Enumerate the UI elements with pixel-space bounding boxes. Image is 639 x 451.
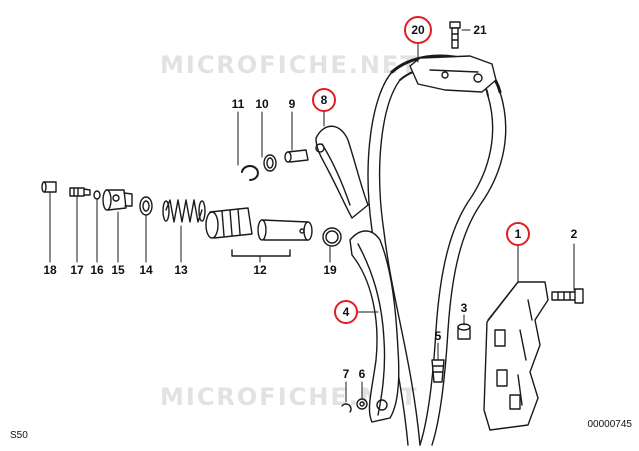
tensioner-rail-4 — [349, 230, 400, 423]
chain-sprocket-block — [409, 55, 497, 93]
callout-10-label: 10 — [255, 97, 269, 111]
callout-19-label: 19 — [323, 263, 337, 277]
tensioner-piston-12b — [257, 219, 313, 241]
callout-4-label: 4 — [343, 305, 350, 319]
pivot-pin-5 — [431, 359, 445, 383]
seal-ring-16 — [93, 190, 101, 200]
callout-17[interactable]: 17 — [70, 263, 84, 277]
callout-3[interactable]: 3 — [461, 301, 468, 315]
bolt-21 — [449, 21, 461, 49]
callout-7[interactable]: 7 — [343, 367, 350, 381]
callout-8-label: 8 — [321, 93, 328, 107]
callout-13-label: 13 — [174, 263, 188, 277]
callout-4[interactable]: 4 — [334, 300, 358, 324]
callout-5-label: 5 — [435, 329, 442, 343]
drawing-number: 00000745 — [588, 419, 633, 430]
callout-7-label: 7 — [343, 367, 350, 381]
callout-6-label: 6 — [359, 367, 366, 381]
callout-5[interactable]: 5 — [435, 329, 442, 343]
callout-3-label: 3 — [461, 301, 468, 315]
chain-guide-rail-1 — [483, 281, 549, 431]
callout-14[interactable]: 14 — [139, 263, 153, 277]
circlip-7 — [341, 403, 352, 413]
callout-2-label: 2 — [571, 227, 578, 241]
circlip-11 — [241, 165, 259, 181]
callout-12[interactable]: 12 — [253, 263, 267, 277]
callout-13[interactable]: 13 — [174, 263, 188, 277]
callout-9[interactable]: 9 — [289, 97, 296, 111]
callout-14-label: 14 — [139, 263, 153, 277]
callout-8[interactable]: 8 — [312, 88, 336, 112]
callout-15[interactable]: 15 — [111, 263, 125, 277]
figure-code: S50 — [10, 430, 28, 441]
callout-2[interactable]: 2 — [571, 227, 578, 241]
spring-13 — [162, 199, 206, 223]
callout-1-label: 1 — [515, 227, 522, 241]
tensioner-piston-12a — [205, 207, 253, 239]
callout-labels: 1 2 3 4 5 6 7 8 9 10 11 — [43, 16, 578, 381]
upper-guide-rail-8 — [315, 125, 369, 219]
callout-21-label: 21 — [473, 23, 487, 37]
callout-12-label: 12 — [253, 263, 267, 277]
bleed-screw-17 — [69, 187, 91, 197]
o-ring-10 — [263, 154, 277, 172]
screw-plug-15 — [102, 189, 133, 211]
callout-11-label: 11 — [232, 97, 245, 111]
callout-18-label: 18 — [43, 263, 57, 277]
callout-15-label: 15 — [111, 263, 125, 277]
spacer-sleeve-3 — [457, 323, 471, 340]
callout-16[interactable]: 16 — [90, 263, 104, 277]
callout-10[interactable]: 10 — [255, 97, 269, 111]
pin-9 — [284, 149, 309, 163]
washer-6 — [356, 398, 368, 410]
gasket-19 — [322, 227, 342, 247]
plug-18 — [41, 181, 57, 193]
leader-lines — [49, 29, 575, 403]
gasket-ring-14 — [139, 196, 153, 216]
callout-18[interactable]: 18 — [43, 263, 57, 277]
callout-19[interactable]: 19 — [323, 263, 337, 277]
callout-17-label: 17 — [70, 263, 84, 277]
callout-11[interactable]: 11 — [232, 97, 245, 111]
callout-16-label: 16 — [90, 263, 104, 277]
callout-9-label: 9 — [289, 97, 296, 111]
bracket-12 — [231, 249, 291, 257]
rail-bolt-2 — [551, 288, 584, 304]
callout-20[interactable]: 20 — [404, 16, 432, 44]
callout-20-label: 20 — [411, 23, 425, 37]
callout-6[interactable]: 6 — [359, 367, 366, 381]
watermark-top: MICROFICHE.NET — [160, 51, 419, 79]
callout-21[interactable]: 21 — [473, 23, 487, 37]
callout-1[interactable]: 1 — [506, 222, 530, 246]
